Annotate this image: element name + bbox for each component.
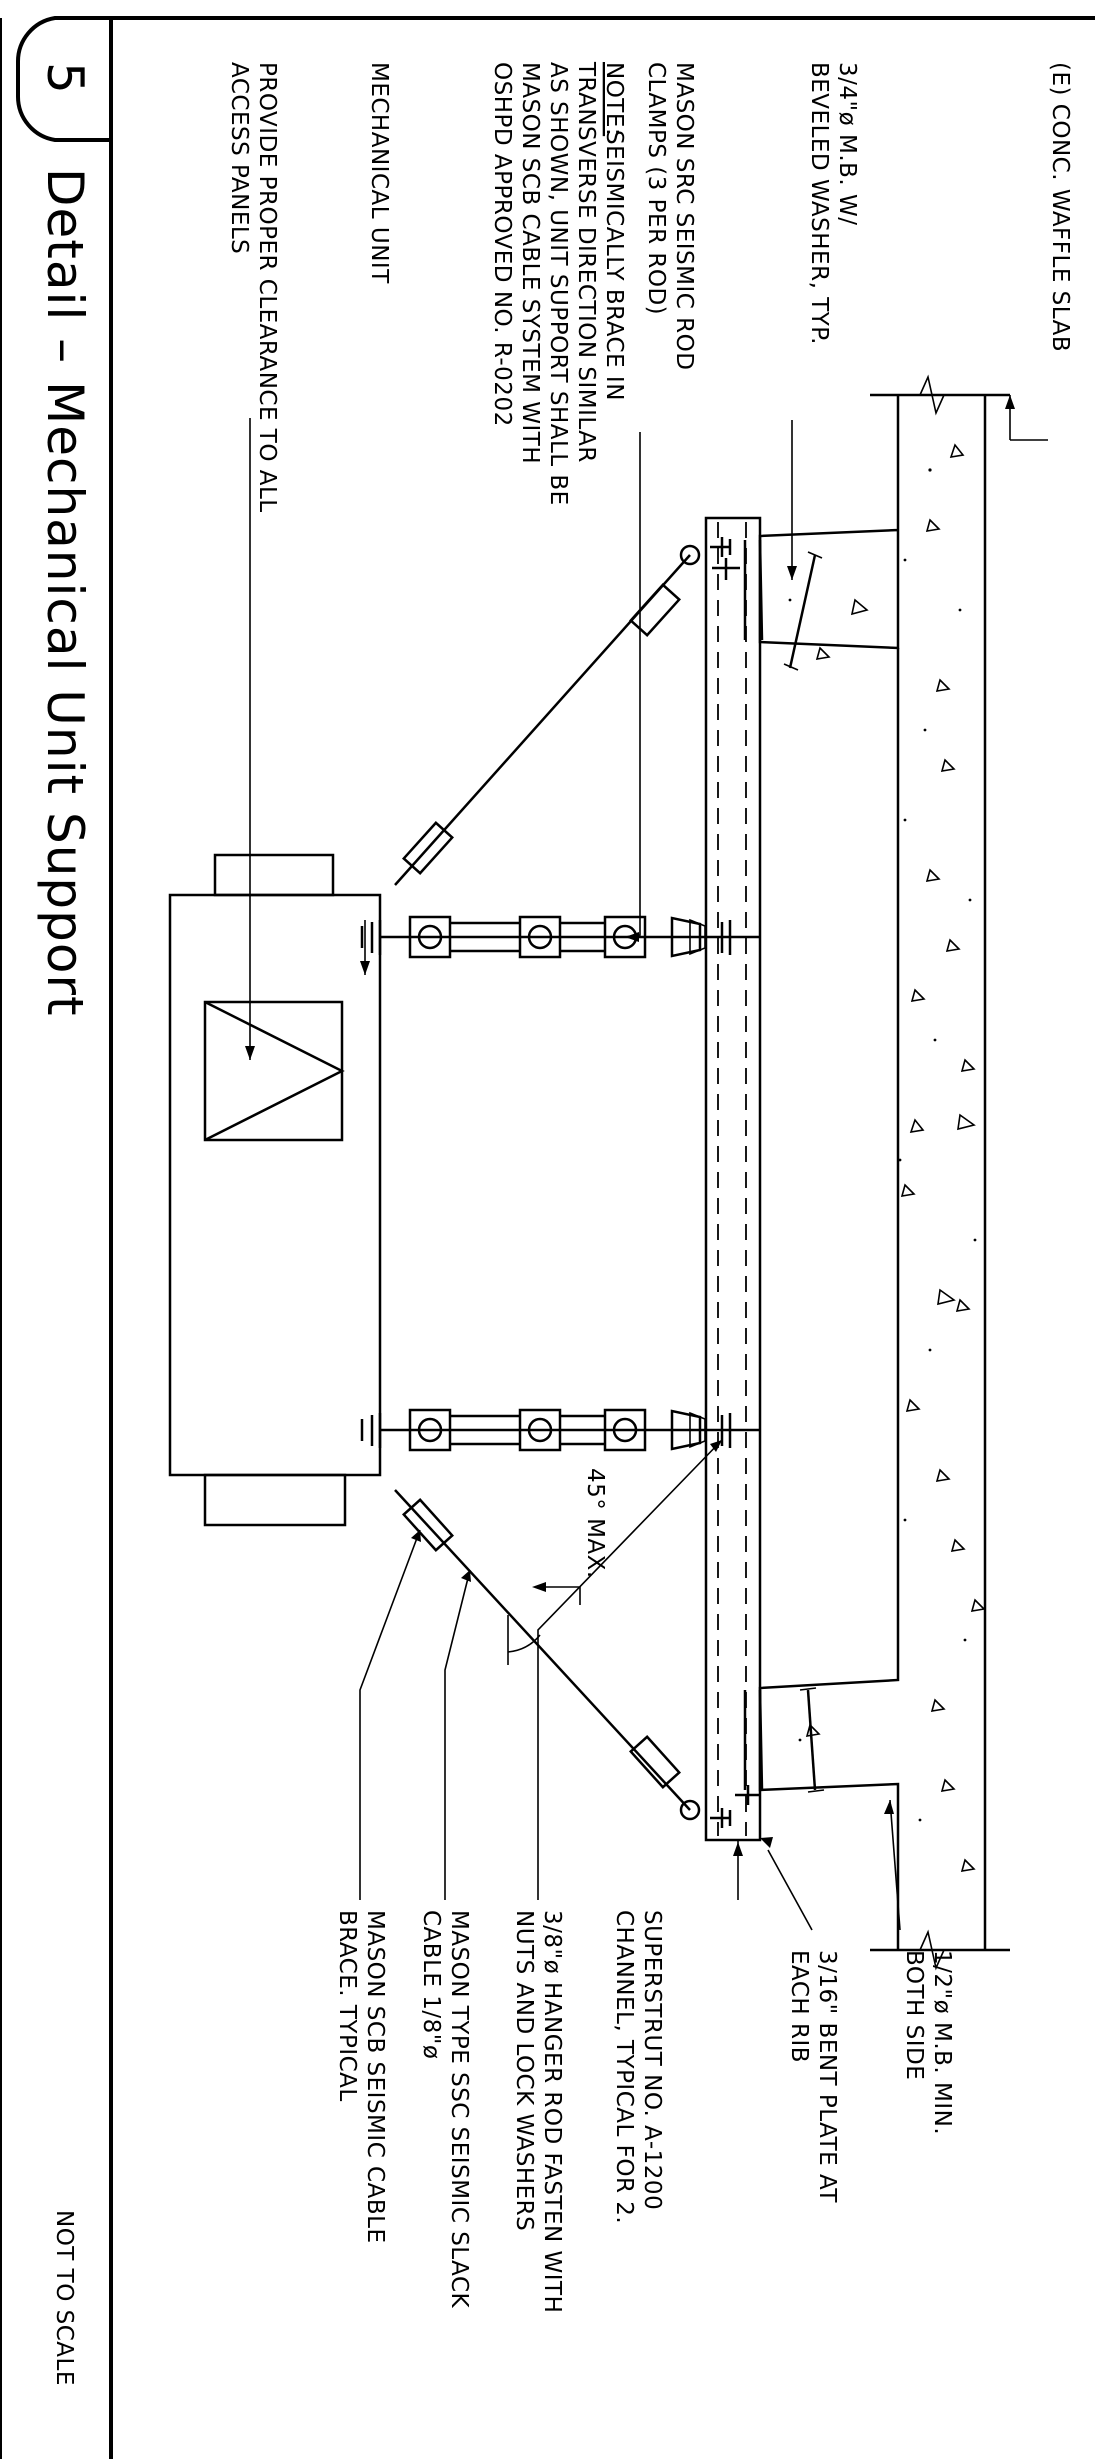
callout-half-mb-line2: BOTH SIDE	[901, 1950, 927, 2080]
bent-plate-top	[743, 539, 823, 671]
drawing-frame	[0, 16, 1095, 2459]
callout-superstrut-line1: SUPERSTRUT NO. A-1200	[639, 1910, 665, 2210]
callout-scb-line1: MASON SCB SEISMIC CABLE	[362, 1910, 388, 2243]
top-washers	[712, 558, 760, 1805]
scale-note: NOT TO SCALE	[51, 2210, 77, 2386]
detail-number-badge: 5	[15, 16, 111, 142]
callout-scb-line2: BRACE. TYPICAL	[334, 1910, 360, 2102]
callout-note-line2: TRANSVERSE DIRECTION SIMILAR	[573, 61, 599, 463]
callout-ssc-line2: CABLE 1/8"ø	[418, 1910, 444, 2059]
concrete-waffle-slab	[758, 374, 1010, 1971]
callout-note-label: NOTE:	[601, 62, 627, 136]
callout-labels: (E) CONC. WAFFLE SLAB 3/4"ø M.B. W/ BEVE…	[226, 61, 1073, 2313]
callout-superstrut-line2: CHANNEL, TYPICAL FOR 2.	[611, 1910, 637, 2224]
callout-bent-plate-line1: 3/16" BENT PLATE AT	[814, 1950, 840, 2203]
callout-note-line5: OSHPD APPROVED NO. R-0202	[489, 62, 515, 427]
callout-hanger-line1: 3/8"ø HANGER ROD FASTEN WITH	[539, 1910, 565, 2313]
callout-note-line1: SEISMICALLY BRACE IN	[601, 130, 627, 401]
page-title: Detail – Mechanical Unit Support	[36, 168, 94, 1017]
callout-bent-plate-line2: EACH RIB	[786, 1950, 812, 2063]
superstrut-channel	[704, 516, 762, 1842]
leader-arrows	[245, 395, 1015, 1856]
callout-mechanical-unit: MECHANICAL UNIT	[366, 62, 392, 284]
callout-note-line3: AS SHOWN, UNIT SUPPORT SHALL BE	[545, 62, 571, 506]
bent-plate-bottom	[743, 1687, 825, 1793]
callout-clamps-line2: CLAMPS (3 PER ROD)	[643, 62, 669, 315]
mechanical-unit	[168, 853, 382, 1527]
callout-clearance-line2: ACCESS PANELS	[226, 62, 252, 254]
callout-conc-waffle-slab: (E) CONC. WAFFLE SLAB	[1047, 62, 1073, 352]
angle-indicator	[507, 1615, 541, 1665]
hanger-rod-left	[360, 915, 760, 959]
leader-lines	[249, 395, 1048, 1931]
callout-mb-line2: BEVELED WASHER, TYP.	[806, 62, 832, 345]
callout-hanger-line2: NUTS AND LOCK WASHERS	[511, 1910, 537, 2231]
callout-half-mb-line1: 1/2"ø M.B. MIN.	[929, 1950, 955, 2135]
access-panel	[203, 1000, 345, 1142]
seismic-cable-brace-bottom	[394, 1489, 732, 1828]
seismic-cable-brace-top	[394, 537, 732, 886]
callout-ssc-line1: MASON TYPE SSC SEISMIC SLACK	[446, 1910, 472, 2309]
callout-clearance-line1: PROVIDE PROPER CLEARANCE TO ALL	[254, 62, 280, 513]
callout-clamps-line1: MASON SRC SEISMIC ROD	[671, 62, 697, 370]
detail-number: 5	[36, 62, 94, 95]
callout-note-line4: MASON SCB CABLE SYSTEM WITH	[517, 62, 543, 464]
callout-mb-line1: 3/4"ø M.B. W/	[834, 62, 860, 226]
callout-angle: 45° MAX.	[582, 1468, 608, 1579]
hanger-rod-right	[360, 1408, 760, 1452]
